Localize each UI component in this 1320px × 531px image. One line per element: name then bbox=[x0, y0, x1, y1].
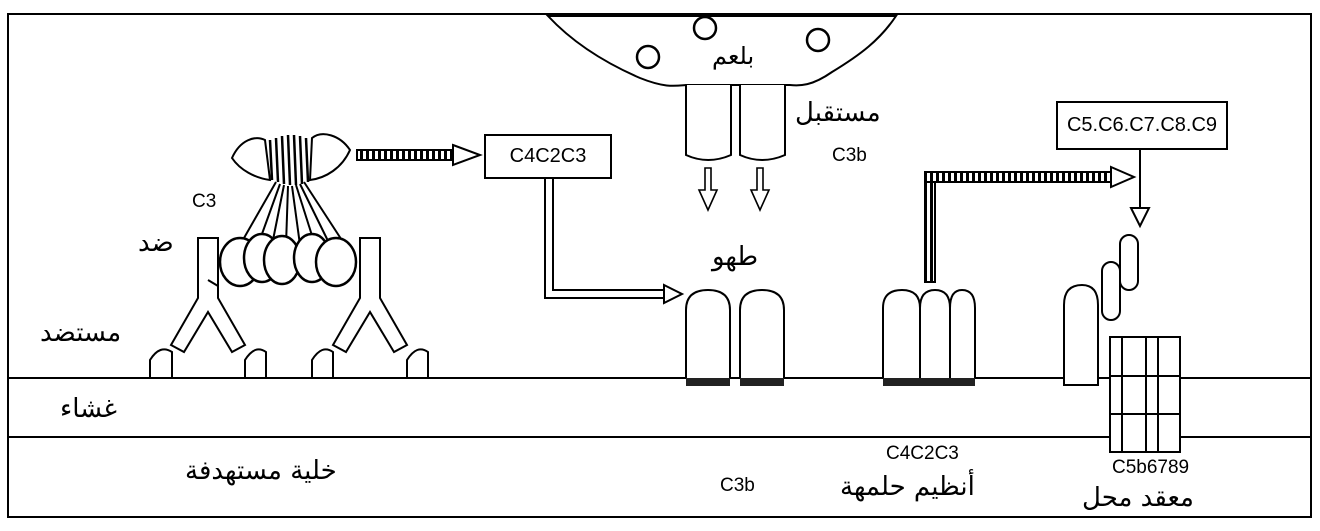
dashed-arrow-complex-to-c5 bbox=[924, 165, 1137, 283]
c3-heads bbox=[218, 232, 358, 288]
c4c2c3-complex bbox=[882, 288, 976, 378]
down-arrow-left bbox=[697, 167, 719, 212]
label-lysis-complex: معقد محل bbox=[1082, 483, 1194, 513]
c3b-molecules bbox=[685, 288, 785, 378]
label-c3b-receptor: C3b bbox=[832, 145, 867, 166]
dashed-arrow-c3-to-box bbox=[356, 143, 483, 167]
phagocyte-granule-1 bbox=[635, 44, 661, 70]
c3b-band-right bbox=[740, 378, 784, 386]
label-phagocyte: بلعم bbox=[712, 42, 755, 70]
label-antibody: ضد bbox=[138, 228, 174, 258]
antibody-right bbox=[331, 237, 409, 354]
c4c2c3-box: C4C2C3 bbox=[484, 134, 612, 179]
antibody-left bbox=[169, 237, 247, 354]
membrane-attack-complex bbox=[1109, 336, 1181, 453]
c3b-receptor-right bbox=[739, 85, 786, 161]
label-receptor: مستقبل bbox=[795, 98, 881, 128]
label-c3: C3 bbox=[192, 191, 217, 212]
label-antigen: مستضد bbox=[40, 318, 122, 348]
label-c5b6789: C5b6789 bbox=[1112, 457, 1190, 478]
label-c4c2c3-bottom: C4C2C3 bbox=[886, 443, 959, 464]
label-complement-regulation: أنظيم حلمهة bbox=[840, 472, 975, 502]
mac-components bbox=[1063, 234, 1139, 386]
c3b-receptor-left bbox=[685, 85, 732, 161]
label-target-cell: خلية مستهدفة bbox=[185, 456, 337, 486]
connector-c4c2c3 bbox=[544, 178, 685, 305]
outer-frame bbox=[7, 13, 1312, 518]
c4c2c3-band bbox=[883, 378, 975, 386]
label-opsonization: طهو bbox=[712, 242, 759, 272]
label-c3b-bottom: C3b bbox=[720, 475, 755, 496]
c3b-band-left bbox=[686, 378, 730, 386]
phagocyte-granule-3 bbox=[805, 27, 831, 53]
c3-molecule bbox=[230, 133, 352, 246]
down-arrow-right bbox=[749, 167, 771, 212]
label-membrane: غشاء bbox=[60, 394, 117, 424]
arrow-c5-down bbox=[1129, 150, 1151, 229]
antigens bbox=[149, 348, 429, 379]
phagocyte-granule-2 bbox=[692, 15, 718, 41]
c5-c9-box: C5.C6.C7.C8.C9 bbox=[1056, 101, 1228, 150]
